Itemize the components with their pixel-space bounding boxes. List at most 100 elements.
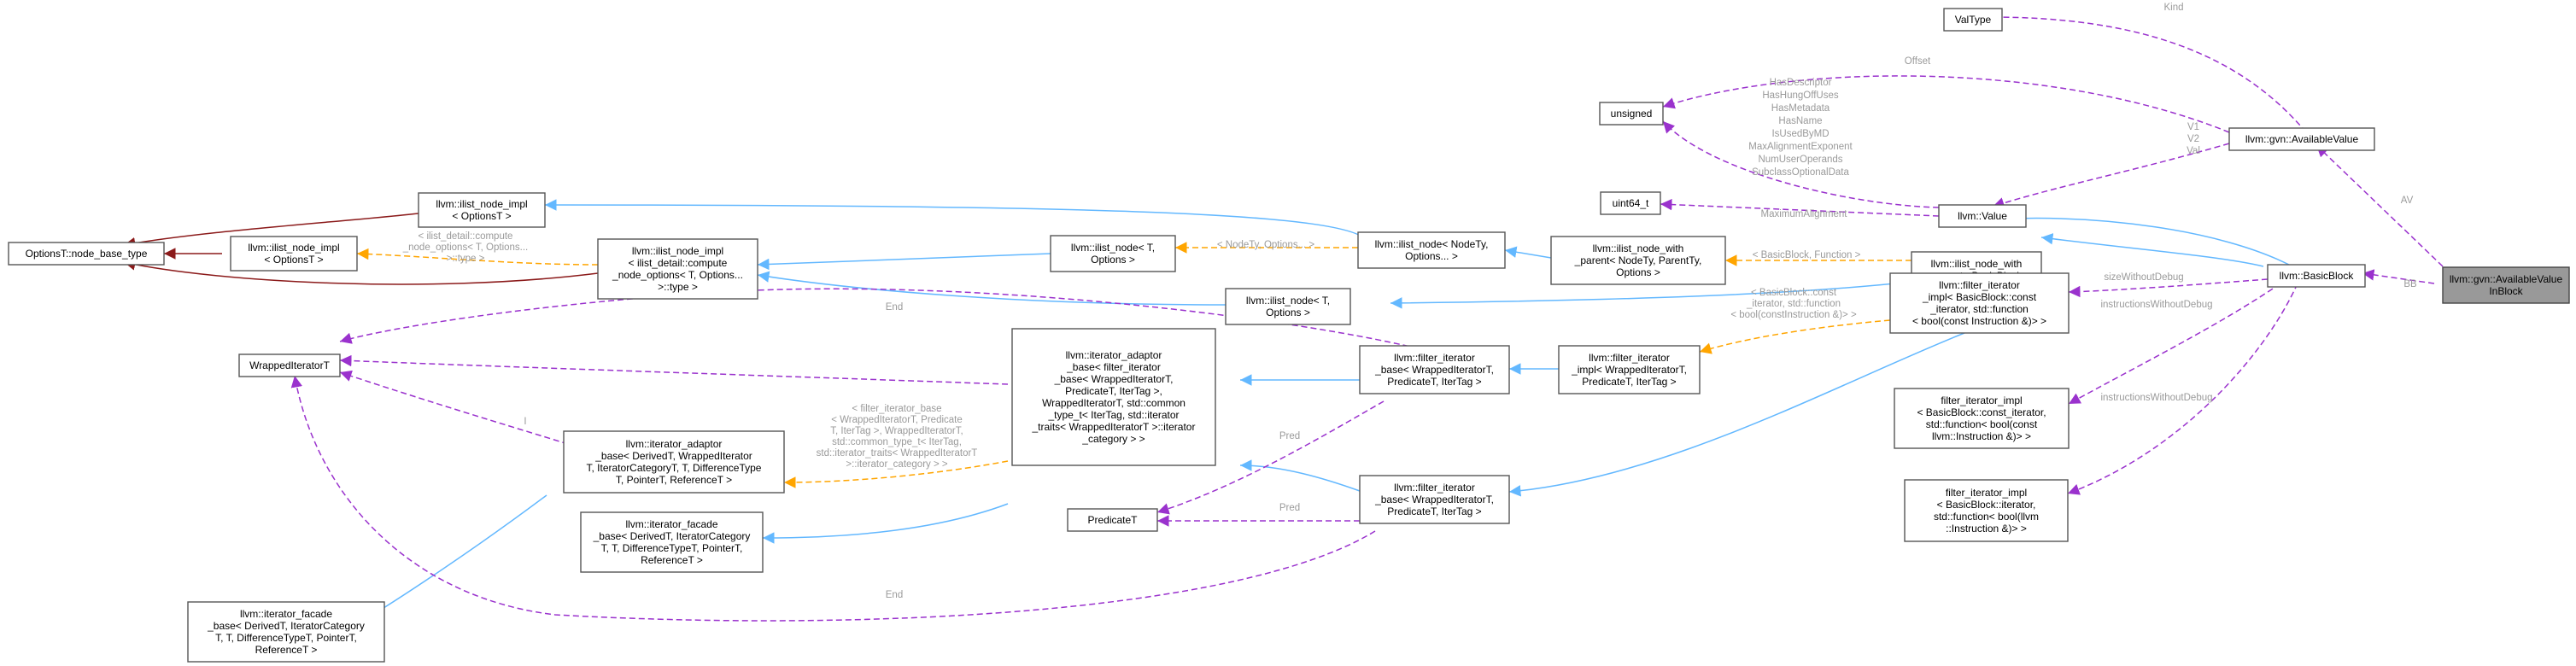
node-label-line: ReferenceT > bbox=[255, 644, 318, 656]
node-label-line: PredicateT bbox=[1087, 514, 1138, 526]
node-ilist-node-impl-top[interactable]: llvm::ilist_node_impl< OptionsT > bbox=[418, 192, 546, 228]
edge-label-line: AV bbox=[2401, 196, 2414, 206]
node-filter-iterator-base-2[interactable]: llvm::filter_iterator_base< WrappedItera… bbox=[1359, 475, 1510, 524]
edge-value-to-unsigned bbox=[1662, 120, 1940, 208]
node-label-line: _base< filter_iterator bbox=[1066, 361, 1161, 373]
node-label-line: InBlock bbox=[2489, 285, 2523, 297]
node-label-line: WrappedIteratorT bbox=[249, 359, 330, 371]
node-ilist-node-with-parent-generic[interactable]: llvm::ilist_node_with_parent< NodeTy, Pa… bbox=[1550, 236, 1726, 285]
edge-label-line: HasName bbox=[1778, 116, 1822, 126]
node-valtype[interactable]: ValType bbox=[1943, 8, 2003, 32]
node-basic-block[interactable]: llvm::BasicBlock bbox=[2267, 264, 2366, 288]
svg-text:llvm::filter_iterator_impl< Ba: llvm::filter_iterator_impl< BasicBlock::… bbox=[1912, 279, 2046, 327]
node-label-line: _base< WrappedIteratorT, bbox=[1374, 494, 1494, 505]
node-predicate[interactable]: PredicateT bbox=[1067, 508, 1158, 532]
node-label-line: llvm::ilist_node_with bbox=[1931, 258, 2023, 270]
node-label-line: Options... > bbox=[1405, 250, 1458, 262]
svg-text:OptionsT::node_base_type: OptionsT::node_base_type bbox=[26, 248, 148, 260]
svg-text:llvm::iterator_adaptor_base< f: llvm::iterator_adaptor_base< filter_iter… bbox=[1032, 349, 1196, 445]
svg-text:llvm::ilist_node_with_parent<: llvm::ilist_node_with_parent< NodeTy, Pa… bbox=[1574, 242, 1702, 278]
node-label-line: llvm::filter_iterator bbox=[1589, 352, 1670, 364]
node-label-line: WrappedIteratorT, std::common bbox=[1042, 397, 1186, 409]
edge-available-value-to-unsigned bbox=[1662, 75, 2230, 133]
svg-text:llvm::ilist_node< NodeTy,Optio: llvm::ilist_node< NodeTy,Options... > bbox=[1375, 238, 1489, 262]
node-label-line: Options > bbox=[1091, 254, 1135, 266]
node-label-line: llvm::ilist_node_impl bbox=[436, 198, 527, 210]
node-label-line: OptionsT::node_base_type bbox=[26, 248, 148, 260]
svg-text:llvm::gvn::AvailableValue: llvm::gvn::AvailableValue bbox=[2245, 133, 2359, 145]
node-label-line: llvm::ilist_node< T, bbox=[1071, 242, 1155, 254]
edge-label-line: V2 bbox=[2187, 134, 2199, 144]
node-wrapped-iterator[interactable]: WrappedIteratorT bbox=[238, 353, 341, 377]
node-label-line: T, IteratorCategoryT, T, DifferenceType bbox=[587, 462, 762, 474]
node-label-line: llvm::iterator_adaptor bbox=[1066, 349, 1162, 361]
edge-label-line: Pred bbox=[1279, 503, 1300, 513]
node-label-line: _base< DerivedT, IteratorCategory bbox=[207, 620, 365, 632]
svg-text:filter_iterator_impl< BasicBlo: filter_iterator_impl< BasicBlock::iterat… bbox=[1934, 487, 2039, 535]
node-iterator-facade-mid[interactable]: llvm::iterator_facade_base< DerivedT, It… bbox=[580, 511, 764, 573]
edge-with-parent-generic-to-ilist-node-nodety bbox=[1504, 246, 1552, 259]
edge-label-line: BB bbox=[2403, 279, 2417, 289]
node-label-line: llvm::filter_iterator bbox=[1394, 482, 1475, 494]
node-iterator-adaptor-generic[interactable]: llvm::iterator_adaptor_base< DerivedT, W… bbox=[563, 430, 785, 494]
node-ilist-node-impl-left[interactable]: llvm::ilist_node_impl< OptionsT > bbox=[230, 236, 358, 272]
node-ilist-node-nodety[interactable]: llvm::ilist_node< NodeTy,Options... > bbox=[1357, 231, 1506, 269]
node-uint64-t[interactable]: uint64_t bbox=[1600, 191, 1661, 215]
edge-ilist-impl-compute-to-options-base bbox=[123, 259, 599, 285]
edge-label-line: instructionsWithoutDebug bbox=[2100, 393, 2212, 403]
edge-filter-impl-bb-const-to-filter-base-2 bbox=[1508, 332, 1965, 497]
edge-label-line: End bbox=[886, 590, 903, 600]
node-filter-iterator-impl-generic[interactable]: llvm::filter_iterator_impl< WrappedItera… bbox=[1558, 345, 1701, 394]
edge-label-line: Kind bbox=[2163, 3, 2183, 13]
edge-label-line: T, IterTag >, WrappedIteratorT, bbox=[830, 426, 963, 436]
edge-label-line: < ilist_detail::compute bbox=[419, 231, 513, 242]
edge-label-line: _iterator, std::function bbox=[1746, 299, 1841, 309]
edge-filter-base-1-to-predicate bbox=[1156, 400, 1385, 515]
node-filter-iterator-impl-bb-const[interactable]: llvm::filter_iterator_impl< BasicBlock::… bbox=[1889, 272, 2070, 334]
edge-label-line: V1 bbox=[2187, 122, 2199, 132]
node-label-line: _base< DerivedT, WrappedIterator bbox=[594, 450, 752, 462]
node-gvn-available-value[interactable]: llvm::gvn::AvailableValue bbox=[2228, 127, 2375, 151]
node-ilist-node-T[interactable]: llvm::ilist_node< T,Options > bbox=[1050, 235, 1176, 272]
node-label-line: llvm::ilist_node_impl bbox=[248, 242, 339, 254]
edge-label-instructions-without-debug-2: instructionsWithoutDebug bbox=[2100, 393, 2212, 403]
node-ilist-node-impl-compute[interactable]: llvm::ilist_node_impl< ilist_detail::com… bbox=[597, 238, 758, 300]
edge-label-pred-1: Pred bbox=[1279, 431, 1300, 441]
node-filter-iterator-impl-bb[interactable]: filter_iterator_impl< BasicBlock::iterat… bbox=[1904, 479, 2069, 542]
edge-label-max-alignment: MaximumAlignment bbox=[1761, 209, 1848, 219]
edge-label-line: IsUsedByMD bbox=[1771, 129, 1829, 139]
edge-label-bb-const-func: < BasicBlock::const_iterator, std::funct… bbox=[1730, 288, 1857, 320]
edge-ilist-impl-compute-to-ilist-impl-left bbox=[356, 248, 599, 266]
svg-text:PredicateT: PredicateT bbox=[1087, 514, 1138, 526]
node-label-line: _type_t< IterTag, std::iterator bbox=[1047, 409, 1179, 421]
edge-label-line: >::type > bbox=[447, 254, 485, 264]
svg-text:llvm::filter_iterator_base< Wr: llvm::filter_iterator_base< WrappedItera… bbox=[1374, 352, 1494, 388]
edge-label-line: std::common_type_t< IterTag, bbox=[832, 437, 962, 447]
edge-basic-block-to-value bbox=[1991, 213, 2290, 266]
node-label-line: unsigned bbox=[1611, 108, 1653, 120]
svg-text:llvm::ilist_node_impl< ilist_d: llvm::ilist_node_impl< ilist_detail::com… bbox=[612, 245, 743, 293]
node-label-line: _base< WrappedIteratorT, bbox=[1374, 364, 1494, 376]
edge-label-bb: BB bbox=[2403, 279, 2417, 289]
node-ilist-node-T2[interactable]: llvm::ilist_node< T,Options > bbox=[1225, 288, 1351, 325]
node-label-line: PredicateT, IterTag > bbox=[1582, 376, 1676, 388]
svg-text:ValType: ValType bbox=[1955, 14, 1992, 26]
edge-filter-impl-bb-const-to-filter-impl-generic bbox=[1699, 319, 1891, 354]
node-iterator-adaptor-filter[interactable]: llvm::iterator_adaptor_base< filter_iter… bbox=[1011, 328, 1216, 466]
node-unsigned[interactable]: unsigned bbox=[1599, 102, 1664, 126]
node-filter-iterator-impl-bb-const-2[interactable]: filter_iterator_impl< BasicBlock::const_… bbox=[1894, 388, 2070, 449]
edge-label-line: std::iterator_traits< WrappedIteratorT bbox=[817, 448, 978, 459]
node-label-line: T, T, DifferenceTypeT, PointerT, bbox=[215, 632, 357, 644]
edge-label-offset: Offset bbox=[1905, 56, 1931, 67]
svg-text:llvm::filter_iterator_impl< Wr: llvm::filter_iterator_impl< WrappedItera… bbox=[1571, 352, 1687, 388]
node-label-line: llvm::ilist_node< T, bbox=[1246, 295, 1330, 307]
node-label-line: PredicateT, IterTag > bbox=[1387, 505, 1481, 517]
node-filter-iterator-base-1[interactable]: llvm::filter_iterator_base< WrappedItera… bbox=[1359, 345, 1510, 394]
node-options-base-type[interactable]: OptionsT::node_base_type bbox=[8, 242, 165, 266]
edge-filter-base-2-to-wrapped-bottom bbox=[290, 375, 1376, 622]
node-llvm-value[interactable]: llvm::Value bbox=[1938, 204, 2027, 228]
edge-label-line: MaximumAlignment bbox=[1761, 209, 1848, 219]
node-iterator-facade-bottom[interactable]: llvm::iterator_facade_base< DerivedT, It… bbox=[187, 601, 385, 663]
